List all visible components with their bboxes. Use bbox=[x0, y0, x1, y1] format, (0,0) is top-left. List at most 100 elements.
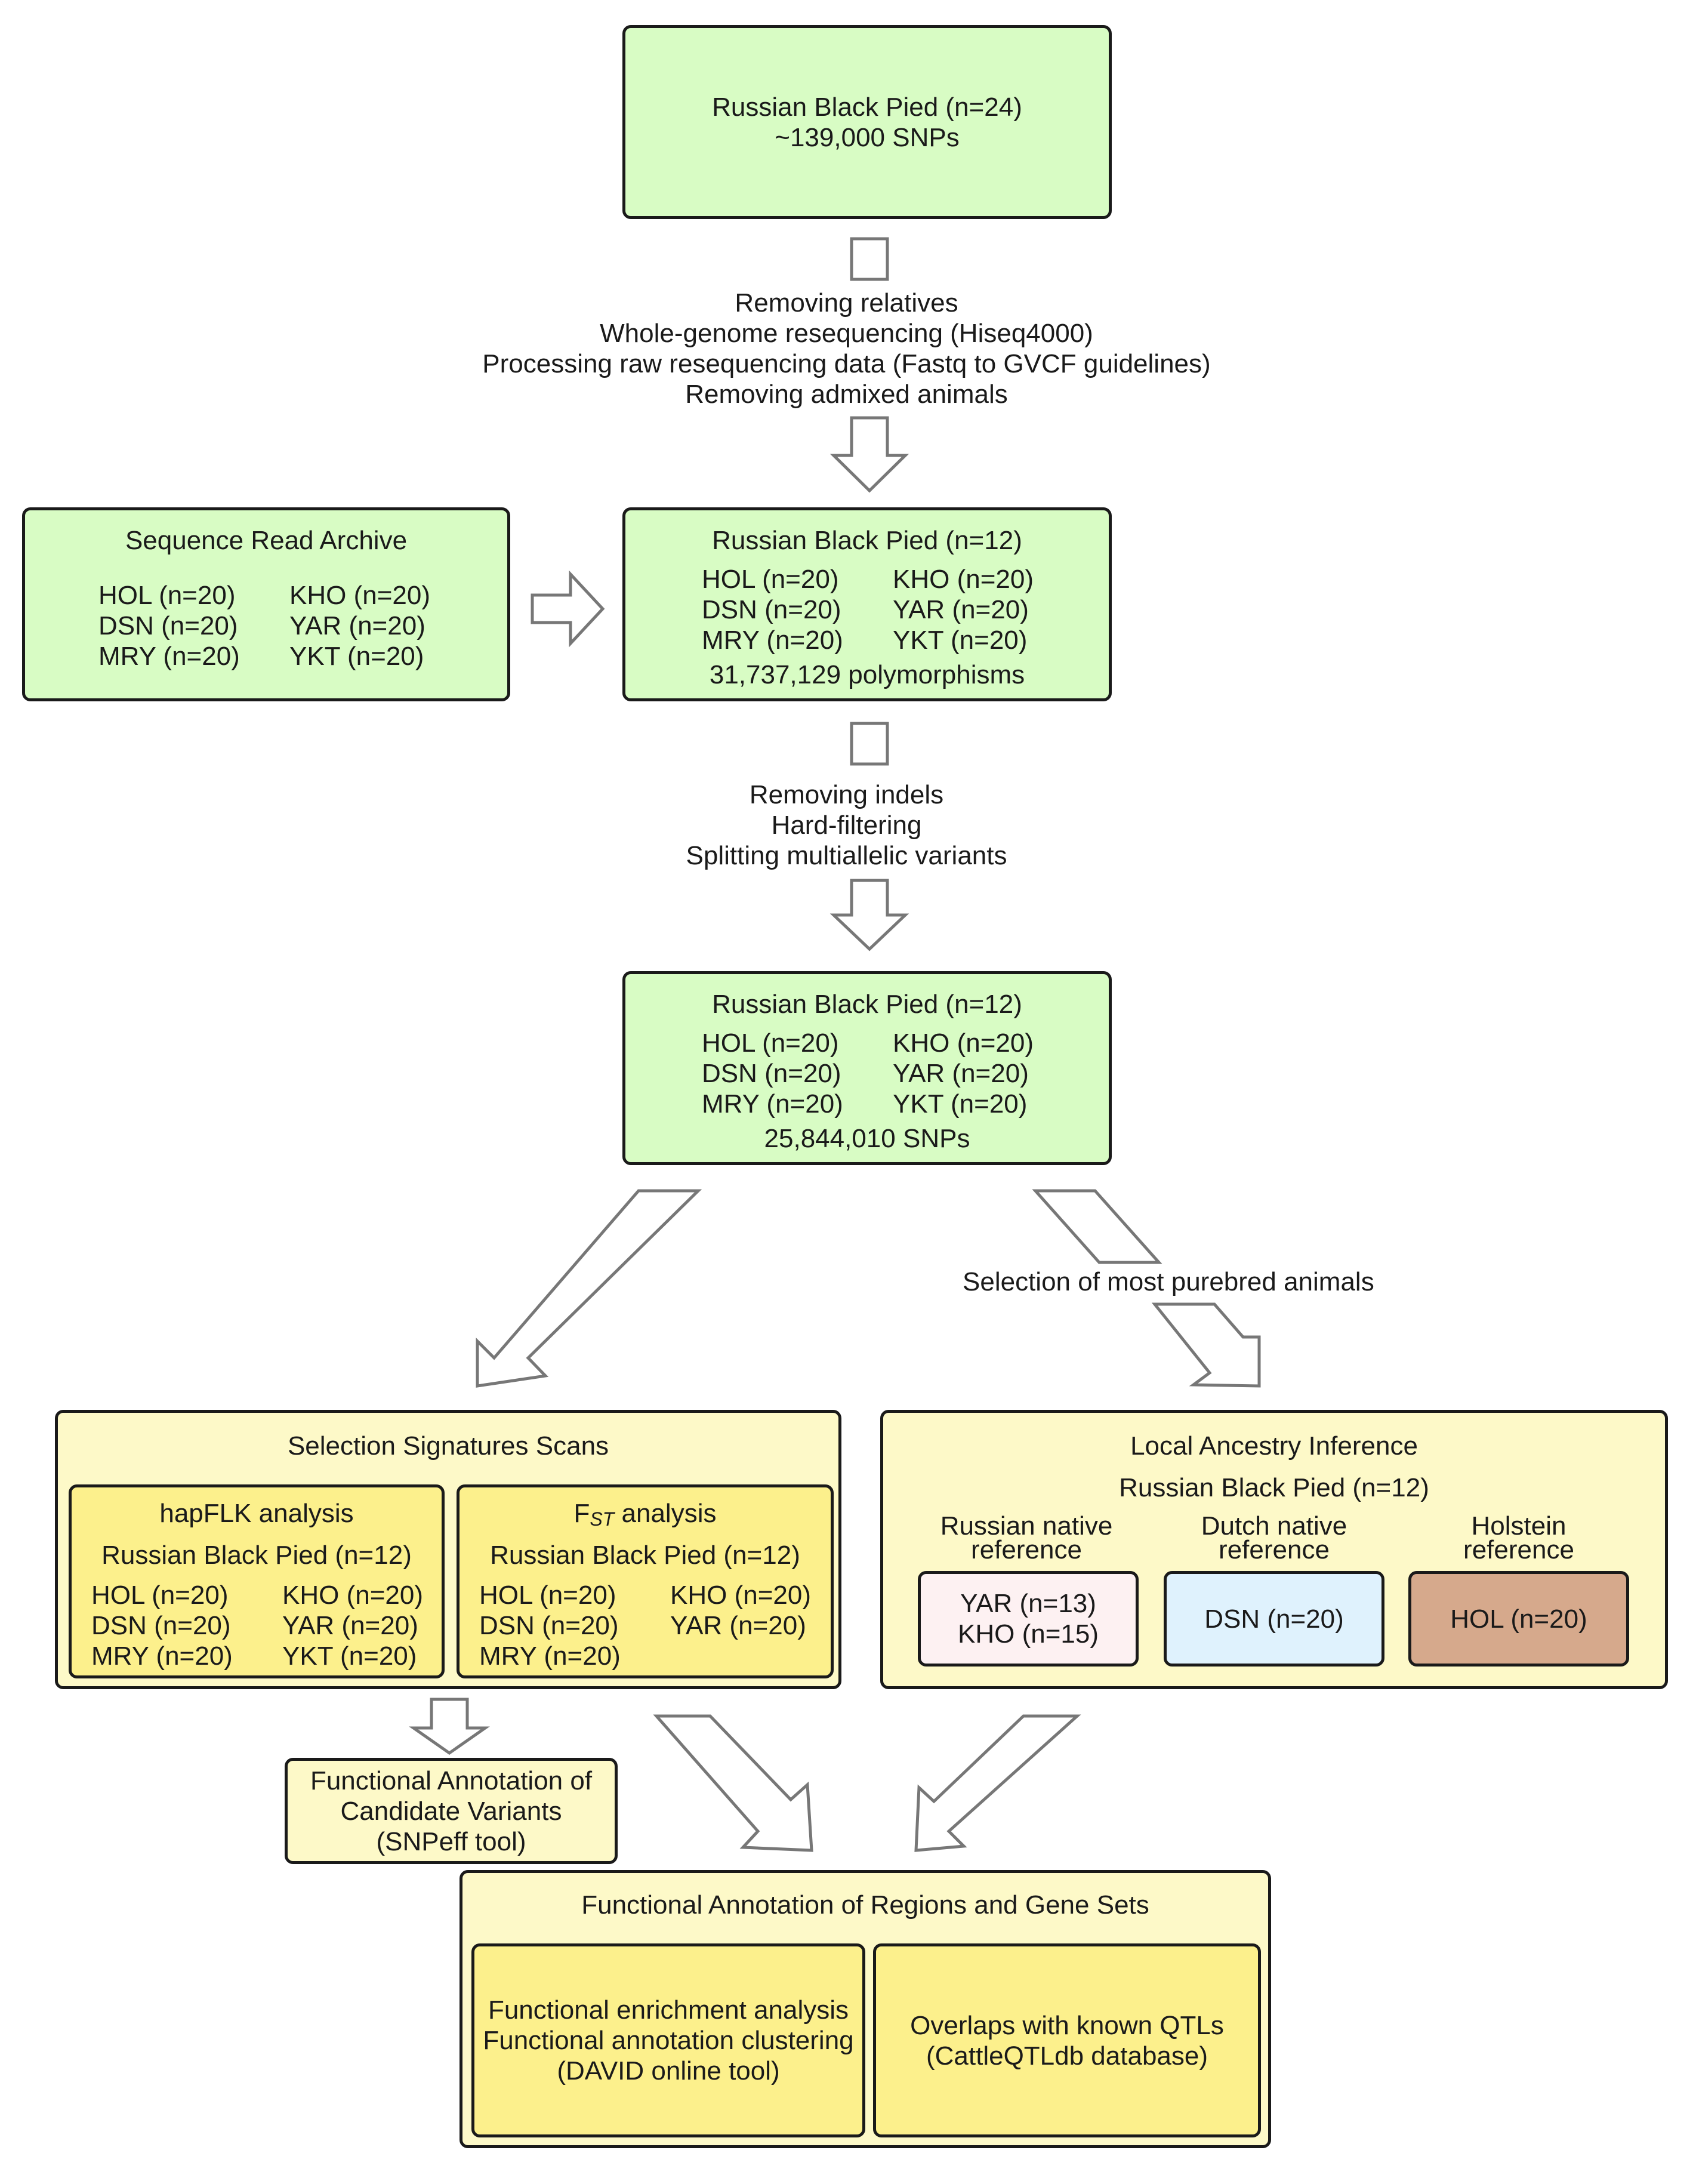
merged-title: Russian Black Pied (n=12) bbox=[712, 526, 1022, 555]
qtl-line: (CattleQTLdb database) bbox=[926, 2041, 1208, 2071]
breed-entry: DSN (n=20) bbox=[1204, 1604, 1344, 1634]
down-arrow-candidates bbox=[409, 1698, 490, 1755]
breed-entry: YAR (n=20) bbox=[893, 1059, 1029, 1088]
fst-title-main: F bbox=[573, 1499, 590, 1528]
candidate-variants-line: Functional Annotation of bbox=[310, 1766, 593, 1795]
input-population: Russian Black Pied (n=24) bbox=[712, 92, 1022, 122]
breed-entry: HOL (n=20) bbox=[91, 1581, 229, 1610]
step-text: Removing relatives bbox=[735, 288, 958, 318]
local-ancestry-box: Local Ancestry Inference Russian Black P… bbox=[880, 1410, 1668, 1689]
ref-label-line: Dutch native bbox=[1201, 1511, 1347, 1541]
breed-entry: YKT (n=20) bbox=[289, 642, 424, 671]
ref-label-dutch: Dutch native reference bbox=[1164, 1511, 1384, 1564]
hapflk-breeds-left: HOL (n=20) DSN (n=20) MRY (n=20) bbox=[91, 1580, 233, 1671]
branch-arrow-right-top bbox=[1032, 1189, 1162, 1264]
step-text: Hard-filtering bbox=[771, 811, 922, 840]
sra-title: Sequence Read Archive bbox=[125, 526, 408, 555]
breed-entry: DSN (n=20) bbox=[702, 595, 841, 624]
breed-entry: YKT (n=20) bbox=[282, 1641, 417, 1671]
filtered-title: Russian Black Pied (n=12) bbox=[712, 990, 1022, 1019]
fst-population: Russian Black Pied (n=12) bbox=[490, 1541, 800, 1570]
selection-signatures-title: Selection Signatures Scans bbox=[287, 1431, 609, 1461]
merged-polymorphism-count: 31,737,129 polymorphisms bbox=[709, 660, 1025, 689]
step-text: Processing raw resequencing data (Fastq … bbox=[482, 349, 1211, 378]
hapflk-box: hapFLK analysis Russian Black Pied (n=12… bbox=[69, 1484, 445, 1678]
david-line: Functional enrichment analysis bbox=[488, 1995, 849, 2025]
filtered-breeds-right: KHO (n=20) YAR (n=20) YKT (n=20) bbox=[893, 1028, 1034, 1119]
breed-entry: DSN (n=20) bbox=[98, 611, 238, 640]
down-arrow-2 bbox=[829, 879, 909, 951]
input-snp-count: ~139,000 SNPs bbox=[775, 122, 960, 152]
hapflk-breeds-right: KHO (n=20) YAR (n=20) YKT (n=20) bbox=[282, 1580, 423, 1671]
russian-native-reference-box: YAR (n=13) KHO (n=15) bbox=[918, 1571, 1139, 1667]
breed-entry: KHO (n=20) bbox=[282, 1581, 423, 1610]
breed-entry: YAR (n=20) bbox=[670, 1611, 806, 1640]
branch-arrow-right-bottom bbox=[1151, 1302, 1261, 1388]
filtered-snp-count: 25,844,010 SNPs bbox=[764, 1124, 970, 1153]
breed-entry: KHO (n=20) bbox=[670, 1581, 811, 1610]
connector-square-2 bbox=[850, 722, 889, 766]
fst-box: FST analysis Russian Black Pied (n=12) H… bbox=[457, 1484, 834, 1678]
purebred-selection-label: Selection of most purebred animals bbox=[963, 1267, 1374, 1296]
step-text: Removing admixed animals bbox=[685, 380, 1008, 409]
local-ancestry-population: Russian Black Pied (n=12) bbox=[1119, 1473, 1429, 1502]
sra-breeds-right: KHO (n=20) YAR (n=20) YKT (n=20) bbox=[289, 580, 430, 671]
right-arrow-sra bbox=[531, 570, 605, 648]
candidate-variants-line: (SNPeff tool) bbox=[376, 1826, 526, 1856]
processing-steps-1: Removing relatives Whole-genome resequen… bbox=[0, 288, 1693, 409]
breed-entry: HOL (n=20) bbox=[479, 1581, 616, 1610]
processing-steps-2: Removing indels Hard-filtering Splitting… bbox=[0, 780, 1693, 871]
connector-square-1 bbox=[850, 237, 889, 281]
ref-label-line: reference bbox=[1219, 1535, 1330, 1564]
fst-title-subscript: ST bbox=[590, 1508, 615, 1530]
breed-entry: KHO (n=20) bbox=[893, 1028, 1034, 1058]
breed-entry: YAR (n=20) bbox=[289, 611, 425, 640]
breed-entry: KHO (n=20) bbox=[893, 565, 1034, 594]
breed-entry: HOL (n=20) bbox=[702, 565, 839, 594]
ref-label-russian: Russian native reference bbox=[916, 1511, 1137, 1563]
step-text: Whole-genome resequencing (Hiseq4000) bbox=[600, 319, 1093, 348]
breed-entry: YAR (n=20) bbox=[893, 595, 1029, 624]
fst-breeds-left: HOL (n=20) DSN (n=20) MRY (n=20) bbox=[479, 1580, 621, 1671]
diagonal-arrow-left bbox=[476, 1189, 702, 1388]
breed-entry: HOL (n=20) bbox=[1450, 1604, 1587, 1634]
breed-entry: MRY (n=20) bbox=[702, 1089, 843, 1119]
hapflk-title: hapFLK analysis bbox=[159, 1499, 354, 1528]
breed-entry: KHO (n=15) bbox=[958, 1619, 1099, 1649]
qtl-overlap-box: Overlaps with known QTLs (CattleQTLdb da… bbox=[873, 1943, 1261, 2137]
step-text: Splitting multiallelic variants bbox=[686, 841, 1007, 870]
breed-entry: YAR (n=20) bbox=[282, 1611, 418, 1640]
merged-breeds-right: KHO (n=20) YAR (n=20) YKT (n=20) bbox=[893, 564, 1034, 655]
candidate-variants-box: Functional Annotation of Candidate Varia… bbox=[285, 1758, 618, 1864]
down-arrow-1 bbox=[829, 416, 909, 493]
breed-entry: YKT (n=20) bbox=[893, 626, 1028, 655]
holstein-reference-box: HOL (n=20) bbox=[1408, 1571, 1629, 1667]
dutch-native-reference-box: DSN (n=20) bbox=[1164, 1571, 1384, 1667]
breed-entry: YKT (n=20) bbox=[893, 1089, 1028, 1119]
local-ancestry-title: Local Ancestry Inference bbox=[1130, 1431, 1418, 1461]
fst-title: FST analysis bbox=[460, 1498, 831, 1529]
breed-entry: DSN (n=20) bbox=[479, 1611, 619, 1640]
breed-entry: MRY (n=20) bbox=[479, 1641, 621, 1671]
sequence-read-archive-box: Sequence Read Archive HOL (n=20) DSN (n=… bbox=[22, 507, 510, 701]
ref-label-holstein: Holstein reference bbox=[1408, 1513, 1629, 1563]
step-text: Removing indels bbox=[749, 780, 944, 809]
filtered-dataset-box: Russian Black Pied (n=12) HOL (n=20) DSN… bbox=[622, 971, 1112, 1165]
fst-title-rest: analysis bbox=[614, 1499, 717, 1528]
qtl-line: Overlaps with known QTLs bbox=[910, 2010, 1224, 2040]
diagonal-arrow-center-left bbox=[653, 1714, 813, 1852]
breed-entry: MRY (n=20) bbox=[91, 1641, 233, 1671]
merged-breeds-left: HOL (n=20) DSN (n=20) MRY (n=20) bbox=[702, 564, 843, 655]
ref-label-line: Russian native bbox=[940, 1511, 1113, 1541]
breed-entry: DSN (n=20) bbox=[91, 1611, 231, 1640]
regions-gene-sets-box: Functional Annotation of Regions and Gen… bbox=[460, 1870, 1271, 2148]
breed-entry: YAR (n=13) bbox=[960, 1589, 1096, 1618]
david-line: (DAVID online tool) bbox=[557, 2056, 780, 2086]
breed-entry: HOL (n=20) bbox=[702, 1028, 839, 1058]
breed-entry: MRY (n=20) bbox=[98, 642, 240, 671]
david-line: Functional annotation clustering bbox=[483, 2026, 854, 2055]
merged-dataset-box: Russian Black Pied (n=12) HOL (n=20) DSN… bbox=[622, 507, 1112, 701]
hapflk-population: Russian Black Pied (n=12) bbox=[101, 1541, 412, 1570]
fst-breeds-right: KHO (n=20) YAR (n=20) bbox=[670, 1580, 811, 1641]
